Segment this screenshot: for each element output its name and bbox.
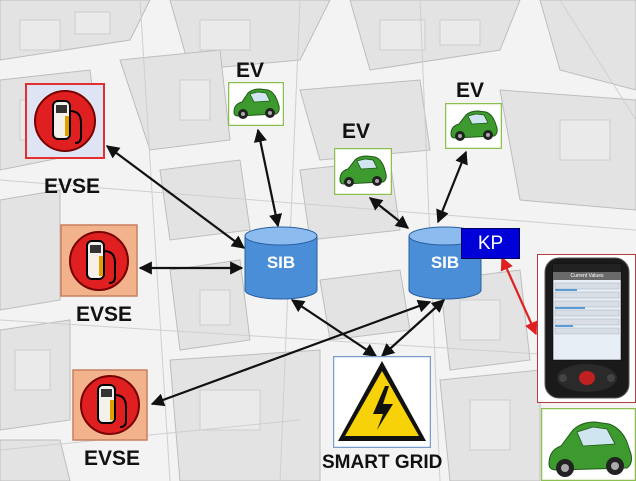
smart-grid-label: SMART GRID: [322, 452, 443, 473]
evse-node-1: [25, 83, 105, 159]
kp-box: KP: [461, 228, 520, 259]
charging-station-icon: [72, 369, 148, 441]
link-evse1-sib1: [105, 145, 246, 249]
link-evse3-sib2: [150, 299, 432, 407]
evse-node-2: [60, 224, 138, 297]
ev-node-1: [227, 81, 285, 127]
evse-node-3: [72, 369, 148, 441]
ev-node-2: [333, 147, 393, 196]
car-icon: [540, 407, 636, 481]
evse-label-1: EVSE: [44, 175, 101, 198]
link-kp-phone: [500, 256, 538, 336]
charging-station-icon: [60, 224, 138, 297]
sib-label-1: SIB: [266, 253, 296, 272]
sib-node-1: SIB: [244, 226, 318, 300]
evse-label-2: EVSE: [76, 303, 133, 326]
ev-label-3: EV: [456, 79, 485, 102]
car-icon: [444, 102, 503, 150]
ev-label-1: EV: [236, 59, 265, 82]
link-ev2-sib2: [368, 197, 410, 229]
car-icon: [227, 81, 285, 127]
charging-station-icon: [25, 83, 105, 159]
smartphone-icon: [537, 254, 636, 403]
ev-node-4: [540, 407, 636, 481]
evse-label-3: EVSE: [84, 447, 141, 470]
ev-node-3: [444, 102, 503, 150]
database-icon: [244, 226, 318, 300]
smartphone-panel: Current Values: [537, 254, 636, 403]
high-voltage-icon: [332, 355, 432, 449]
ev-label-2: EV: [342, 120, 371, 143]
smart-grid-node: [332, 355, 432, 449]
phone-header: Current Values: [570, 273, 604, 279]
link-ev3-sib2: [436, 150, 468, 224]
link-ev1-sib1: [253, 128, 283, 228]
sib-label-2: SIB: [430, 253, 460, 272]
car-icon: [333, 147, 393, 196]
